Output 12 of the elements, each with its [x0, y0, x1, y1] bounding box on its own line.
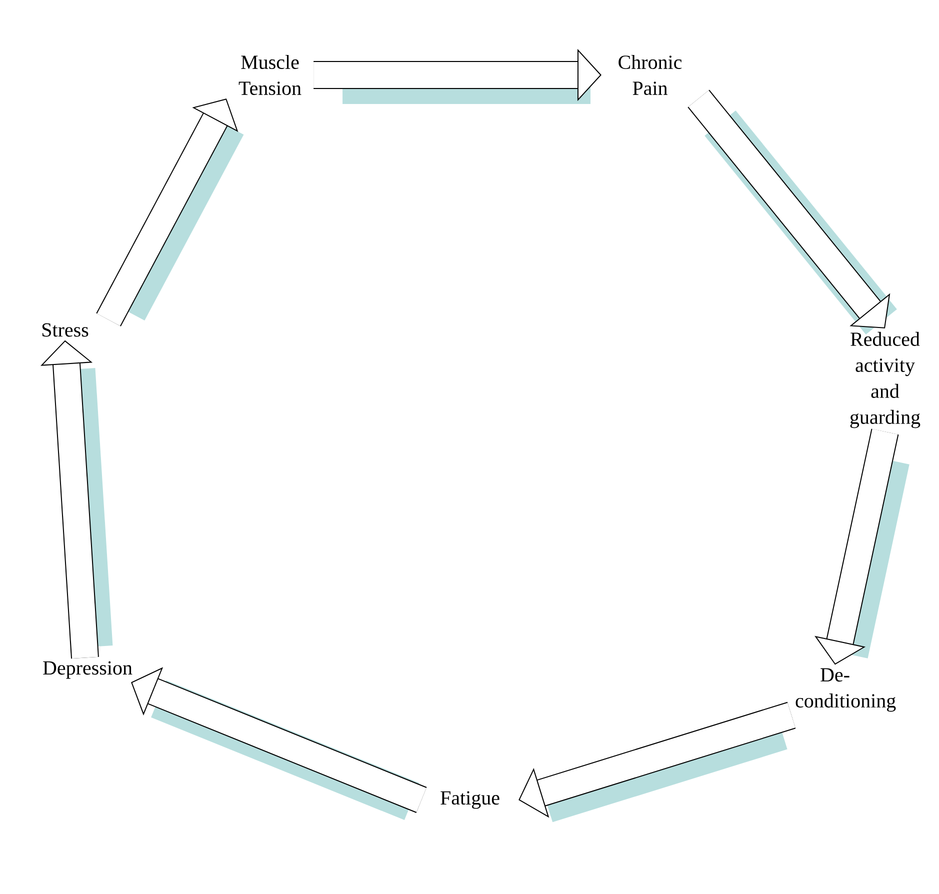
block-arrow — [518, 702, 796, 822]
cycle-label: Depression — [43, 661, 132, 679]
block-arrow — [314, 48, 602, 104]
block-arrow — [40, 340, 113, 659]
block-arrow — [96, 98, 244, 326]
cycle-label: Reduced activity and guarding — [850, 332, 920, 428]
cycle-label: Chronic Pain — [618, 54, 682, 96]
cycle-label: Fatigue — [440, 791, 500, 809]
cycle-label: Stress — [42, 323, 88, 337]
block-arrow — [688, 90, 897, 334]
cycle-label: De-conditioning — [796, 668, 896, 712]
cycle-label: Muscle Tension — [238, 54, 302, 96]
